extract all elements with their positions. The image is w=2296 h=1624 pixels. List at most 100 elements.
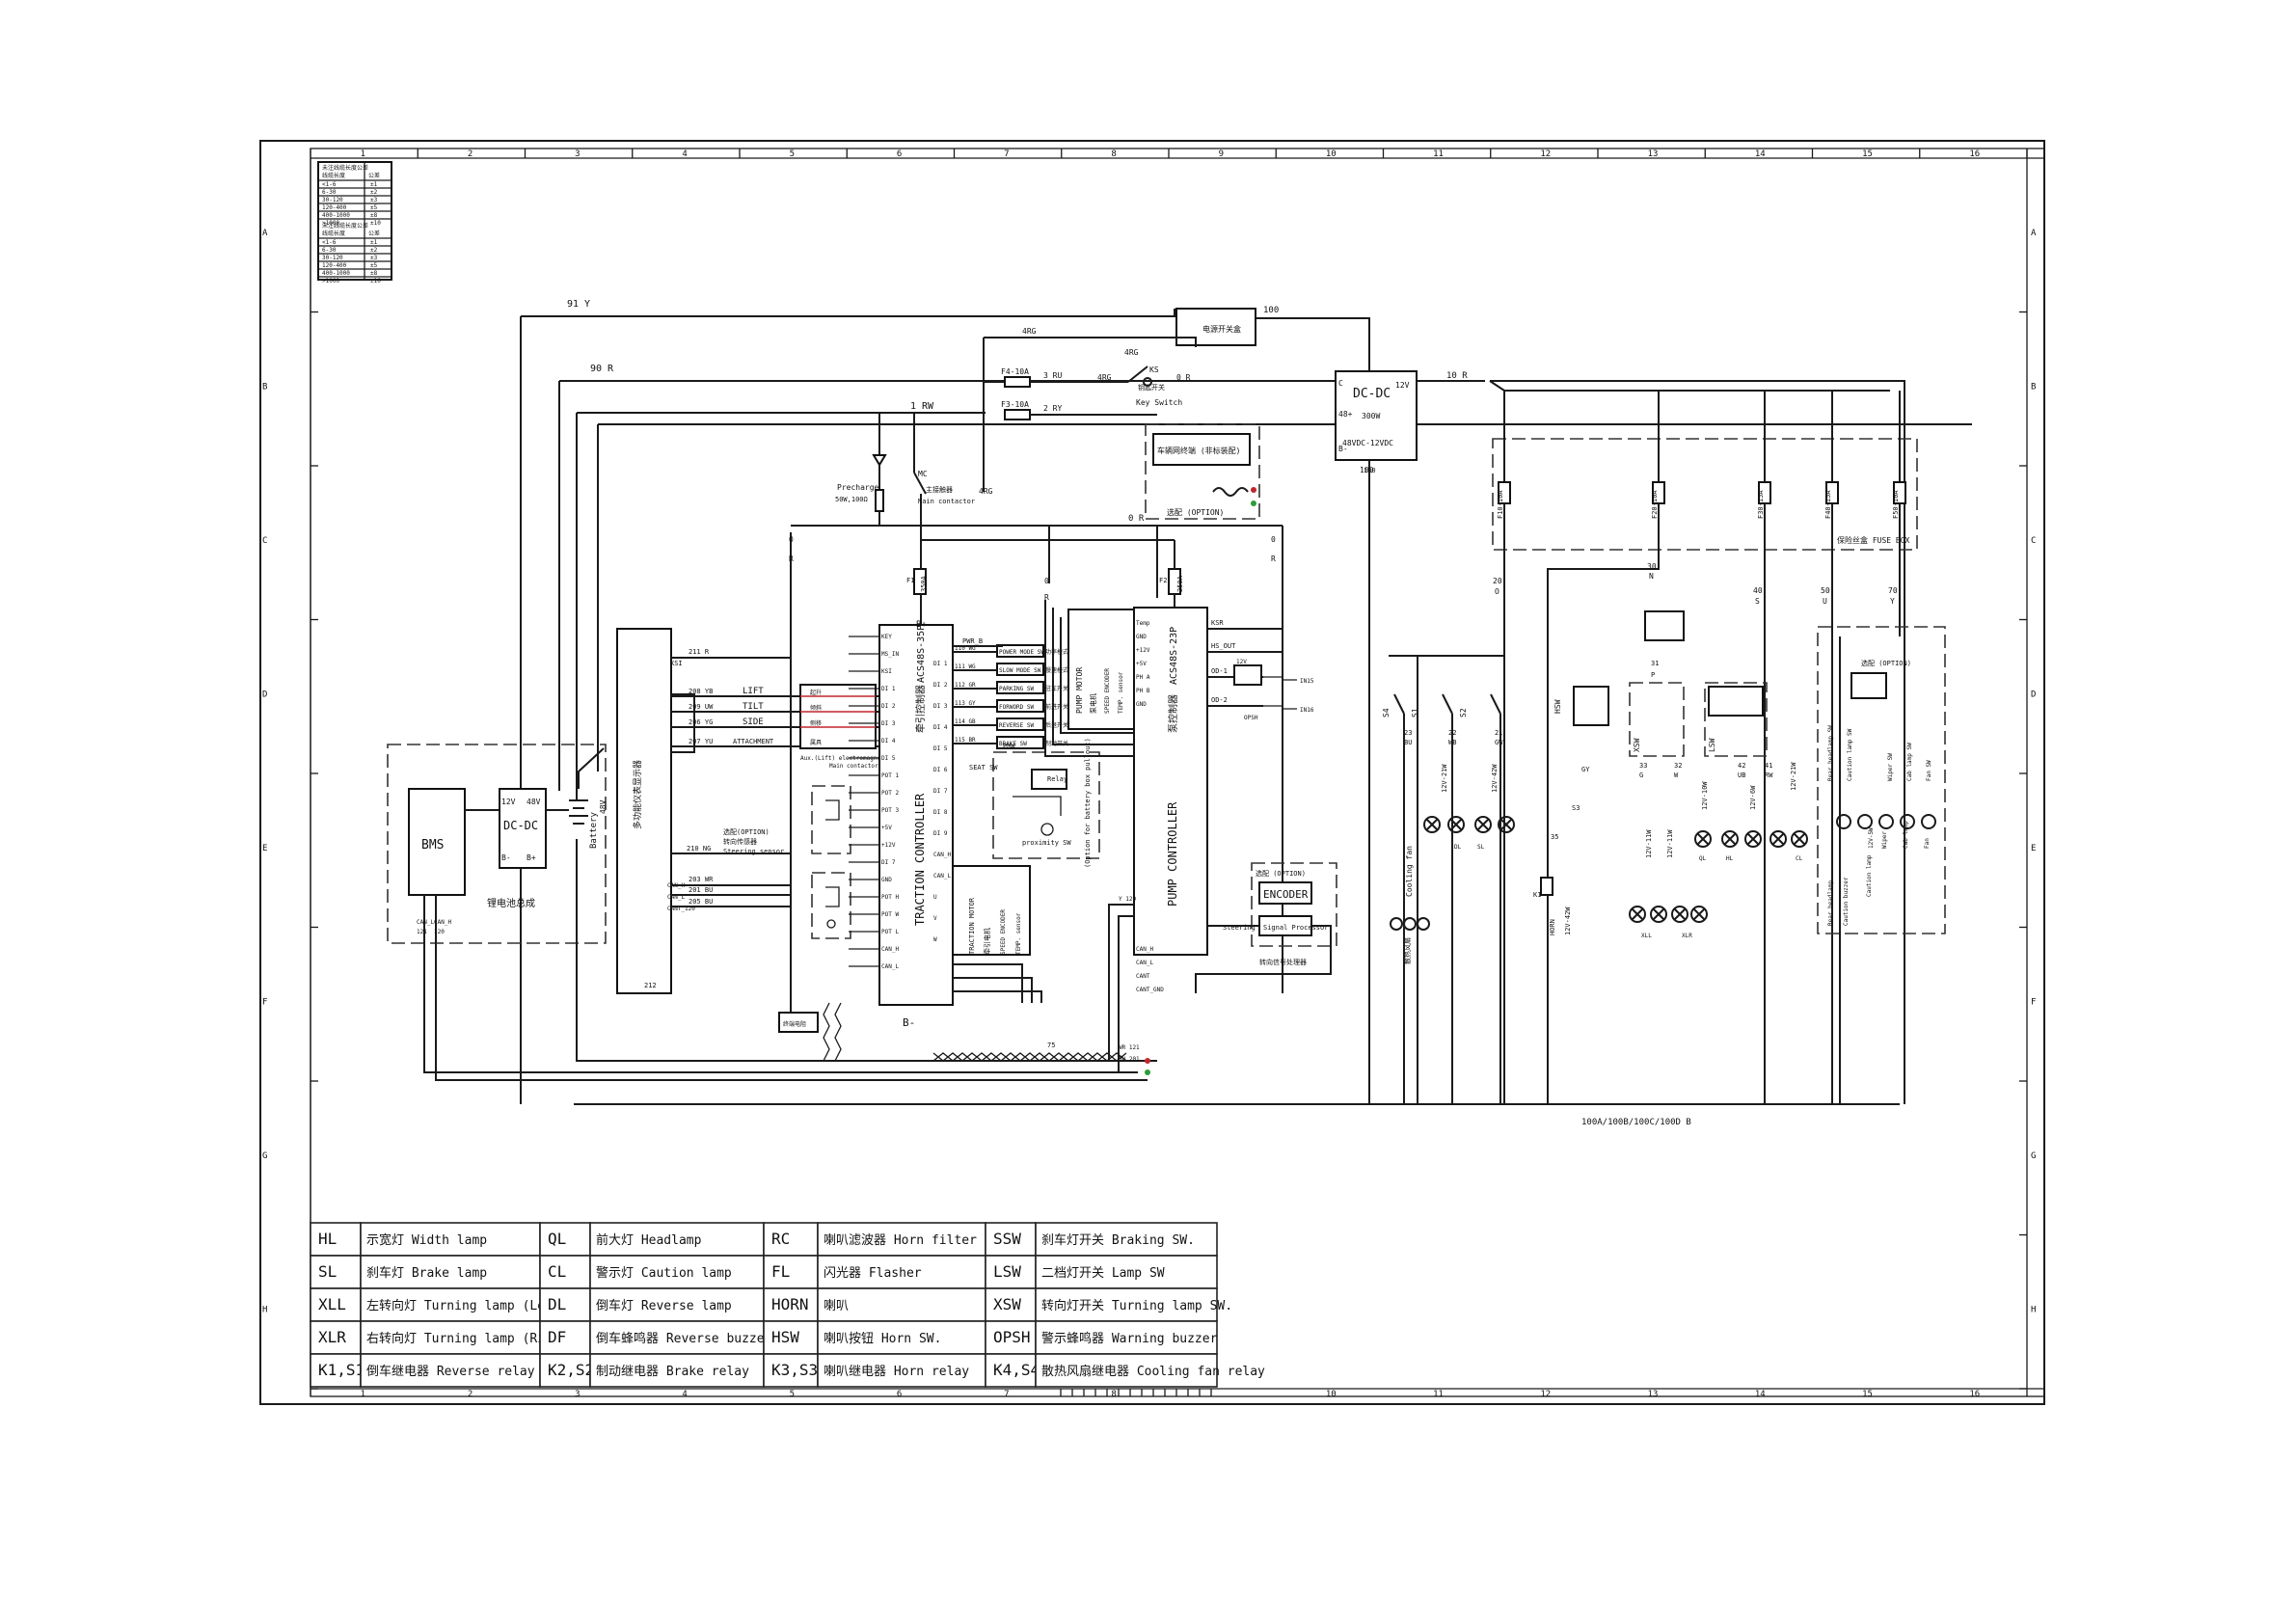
relay-s3: S3 bbox=[1572, 804, 1580, 812]
hydraulic-switches: 208 YB 209 UW 206 YG 207 YU LIFT TILT SI… bbox=[671, 684, 912, 939]
traction-switch-wire: 110 WG bbox=[955, 645, 976, 652]
dcdc-48: 48+ bbox=[1338, 410, 1353, 419]
horn-gy: GY bbox=[1581, 766, 1590, 773]
traction-pin-right: DI 8 bbox=[933, 809, 948, 816]
wire-0-label-2: 0 bbox=[1271, 535, 1276, 544]
legend-desc: 倒车灯 Reverse lamp bbox=[596, 1298, 732, 1313]
pump-opsh: OPSH bbox=[1244, 715, 1258, 721]
fuse-box: 保险丝盒 FUSE BOX F10-10A F20-10A F30-15A F4… bbox=[1492, 391, 1918, 1104]
display-w203: 203 WR bbox=[689, 876, 714, 883]
terminal-box bbox=[1152, 433, 1251, 466]
traction-pin-left: CAN_H bbox=[881, 946, 899, 953]
tol-rows: 线缆长度公差<1-6±16-30±230-120±3120-400±5400-1… bbox=[318, 162, 392, 284]
fuse-w70: 70 bbox=[1888, 586, 1898, 595]
lamp-wub: UB bbox=[1738, 771, 1745, 779]
traction-pin-left: POT W bbox=[881, 911, 899, 918]
fuse-f10: F10-10A bbox=[1497, 490, 1504, 519]
tol-head-a: 线缆长度 bbox=[322, 172, 345, 179]
key-switch-area: 电源开关盒 4RG F4-10A 3 RU F3-10A 2 RY KS 钥匙开… bbox=[983, 308, 1260, 520]
traction-pin-right: DI 1 bbox=[933, 661, 948, 667]
legend-code: HSW bbox=[771, 1328, 799, 1346]
tol-cell: 6-30 bbox=[322, 189, 337, 196]
legend-code: RC bbox=[771, 1230, 790, 1248]
legend-desc: 右转向灯 Turning lamp (Right) bbox=[366, 1331, 575, 1346]
terminal-label: 车辆网终端 (非标装配) bbox=[1157, 446, 1240, 455]
fan-label: Fan bbox=[1924, 838, 1931, 849]
pump-od1: OD-1 bbox=[1211, 667, 1228, 675]
fuse-wo: O bbox=[1495, 587, 1499, 596]
battery-dcdc-12v: 12V bbox=[501, 798, 516, 806]
precharge-spec: 50W,100Ω bbox=[835, 496, 868, 503]
legend-desc: 前大灯 Headlamp bbox=[596, 1232, 702, 1248]
traction-cn: 牵引控制器 bbox=[914, 685, 927, 733]
pump-box bbox=[1133, 607, 1208, 956]
traction-pin-left: +12V bbox=[881, 842, 896, 849]
legend-desc: 刹车灯开关 Braking SW. bbox=[1041, 1232, 1195, 1248]
traction-switch-wire: 113 GY bbox=[955, 700, 976, 707]
pump-pin: CANT_GND bbox=[1136, 987, 1164, 993]
display-title: 多功能仪表显示器 bbox=[632, 760, 643, 829]
dcdc-c: C bbox=[1338, 379, 1343, 388]
relay-s1: S1 bbox=[1411, 708, 1419, 717]
col-label-top: 2 bbox=[468, 149, 473, 159]
fan-sw: Fan SW bbox=[1926, 760, 1932, 781]
pump-pin: PH A bbox=[1136, 674, 1150, 681]
precharge-label: Precharge bbox=[837, 483, 879, 492]
key-switch-label: Key Switch bbox=[1136, 398, 1182, 407]
mc-label: MC bbox=[918, 470, 928, 478]
display-can-l: CAN_L bbox=[667, 894, 685, 901]
pump-ksr: KSR bbox=[1211, 619, 1224, 627]
pump-pin: GND bbox=[1136, 634, 1147, 640]
display-w211: 211 R bbox=[689, 648, 710, 656]
cooling-fan-label: Cooling fan bbox=[1405, 846, 1414, 897]
mc-label-en: Main contactor bbox=[918, 498, 975, 505]
col-label-top: 1 bbox=[361, 149, 365, 159]
ctrl-tilt: TILT bbox=[743, 702, 764, 712]
tol-title-1: 未注线缆长度公差 bbox=[322, 164, 368, 172]
tol-cell: 400-1000 bbox=[322, 270, 350, 277]
col-label-top: 4 bbox=[682, 149, 687, 159]
battery-dcdc-bplus: B+ bbox=[527, 853, 536, 862]
lamp-dl: DL bbox=[1454, 844, 1462, 851]
caution-lamp-sw: Caution lamp SW bbox=[1847, 728, 1853, 781]
legend-code: OPSH bbox=[993, 1328, 1031, 1346]
pump-steering: Steering bbox=[1223, 924, 1256, 932]
pmw-label: PMW bbox=[1003, 743, 1015, 750]
row-label-left: H bbox=[262, 1305, 267, 1314]
traction-switch-tag: REVERSE SW bbox=[999, 722, 1035, 729]
horn-label: HORN bbox=[1549, 919, 1556, 935]
legend-code: XLL bbox=[318, 1295, 346, 1313]
ctrl-attach-cn: 属具 bbox=[810, 740, 822, 746]
pump-motor-temp: TEMP. sensor bbox=[1118, 671, 1124, 714]
legend-code: K4,S4 bbox=[993, 1361, 1040, 1379]
traction-switch-cn: 慢速模式 bbox=[1045, 666, 1068, 674]
traction-switch-cn: 功率模式 bbox=[1045, 648, 1068, 656]
ctrl-w206: 206 YG bbox=[689, 718, 713, 726]
caution-buzzer: Caution buzzer bbox=[1843, 877, 1850, 926]
pump-w121: WR 121 bbox=[1119, 1044, 1140, 1051]
turn-xsw: XSW bbox=[1633, 738, 1641, 752]
wire-1-label: 1 RW bbox=[910, 401, 934, 412]
tol-cell: <1-6 bbox=[322, 239, 337, 246]
battery-voltage: 48V bbox=[599, 799, 608, 814]
tol-cell: ±2 bbox=[370, 247, 378, 254]
display-w201: 201 BU bbox=[689, 886, 713, 894]
traction-controller: B+ B- TRACTION CONTROLLER 牵引控制器 ACS48S-3… bbox=[778, 620, 1150, 1075]
caution-lamp: Caution lamp bbox=[1866, 854, 1873, 897]
col-label-top: 8 bbox=[1111, 149, 1116, 159]
legend-desc: 喇叭滤波器 Horn filter bbox=[824, 1233, 977, 1248]
wire-4rg-label-2: 4RG bbox=[1124, 348, 1139, 357]
row-label-right: F bbox=[2031, 997, 2036, 1007]
pump-motor-cn: 泵电机 bbox=[1089, 693, 1097, 714]
lamp-ql: QL bbox=[1699, 855, 1707, 862]
lamp-hl: HL bbox=[1726, 855, 1734, 862]
traction-switch-wire: 114 GB bbox=[955, 718, 976, 725]
wire-4rg-label-3: 4RG bbox=[1097, 373, 1112, 382]
fuse-f2-spec: 250A bbox=[1176, 575, 1184, 592]
caution-12v5: 12V-5W bbox=[1868, 827, 1875, 849]
legend-code: FL bbox=[771, 1262, 790, 1281]
col-label-top: 6 bbox=[897, 149, 902, 159]
